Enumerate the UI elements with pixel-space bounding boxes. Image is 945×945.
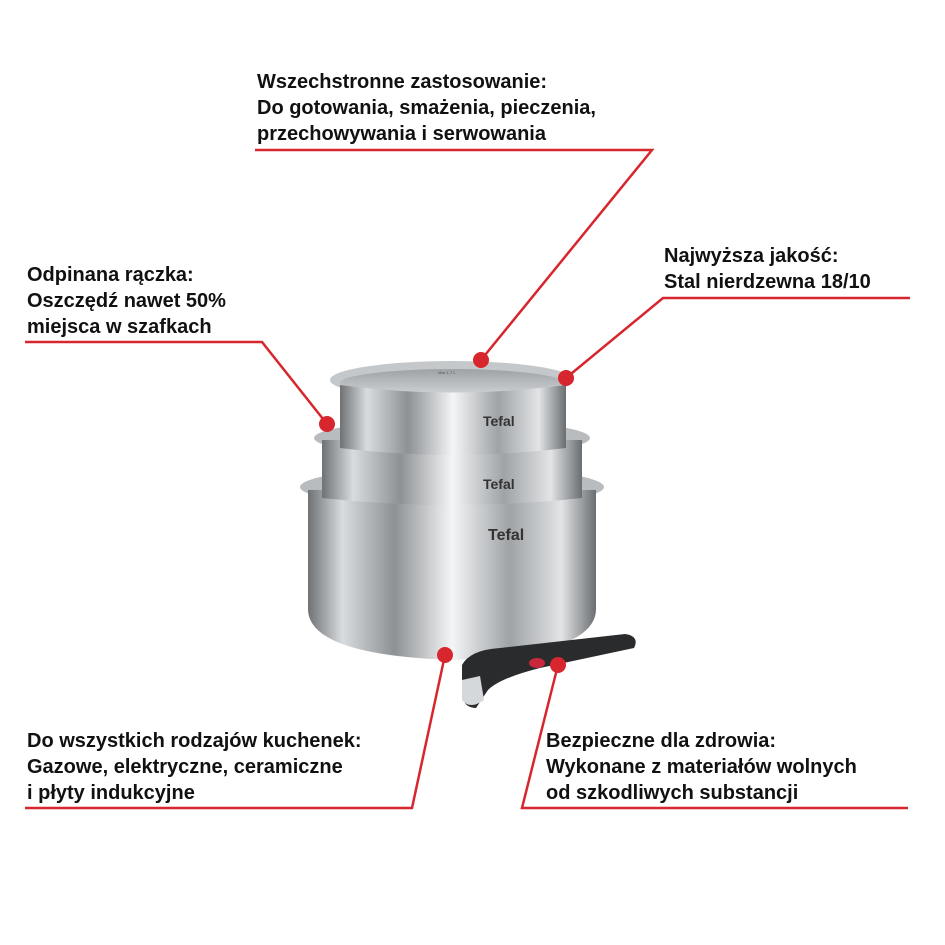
callout-detachable-handle: Odpinana rączka: Oszczędź nawet 50% miej… <box>27 262 226 340</box>
callout-title: Wszechstronne zastosowanie: <box>257 71 548 93</box>
callout-all-hobs: Do wszystkich rodzajów kuchenek: Gazowe,… <box>27 728 362 806</box>
callout-title: Do wszystkich rodzajów kuchenek: <box>27 730 362 752</box>
callout-dot <box>558 370 574 386</box>
capacity-mark: Max 1,7 L <box>438 370 456 375</box>
callout-line: przechowywania i serwowania <box>257 123 546 145</box>
callout-dots <box>319 352 574 673</box>
callout-line: od szkodliwych substancji <box>546 782 799 804</box>
callout-title: Odpinana rączka: <box>27 264 194 286</box>
brand-logo: Tefal <box>483 476 515 492</box>
callout-dot <box>473 352 489 368</box>
callout-versatile-use: Wszechstronne zastosowanie: Do gotowania… <box>257 69 596 147</box>
callout-dot <box>550 657 566 673</box>
callout-dot <box>437 647 453 663</box>
callout-line: Wykonane z materiałów wolnych <box>546 756 857 778</box>
callout-dot <box>319 416 335 432</box>
brand-logo: Tefal <box>483 413 515 429</box>
callout-line: Gazowe, elektryczne, ceramiczne <box>27 756 343 778</box>
callout-line: Stal nierdzewna 18/10 <box>664 271 871 293</box>
brand-logo: Tefal <box>488 527 524 544</box>
small-saucepan: Tefal Max 1,7 L <box>330 361 574 455</box>
callout-health-safe: Bezpieczne dla zdrowia: Wykonane z mater… <box>546 728 857 806</box>
callout-title: Najwyższa jakość: <box>664 245 839 267</box>
callout-lines <box>25 148 910 810</box>
callout-line: i płyty indukcyjne <box>27 782 195 804</box>
callout-line: miejsca w szafkach <box>27 316 212 338</box>
callout-line: Do gotowania, smażenia, pieczenia, <box>257 97 596 119</box>
callout-line: Oszczędź nawet 50% <box>27 290 226 312</box>
callout-quality: Najwyższa jakość: Stal nierdzewna 18/10 <box>664 243 871 295</box>
callout-title: Bezpieczne dla zdrowia: <box>546 730 777 752</box>
detachable-handle <box>462 634 636 708</box>
